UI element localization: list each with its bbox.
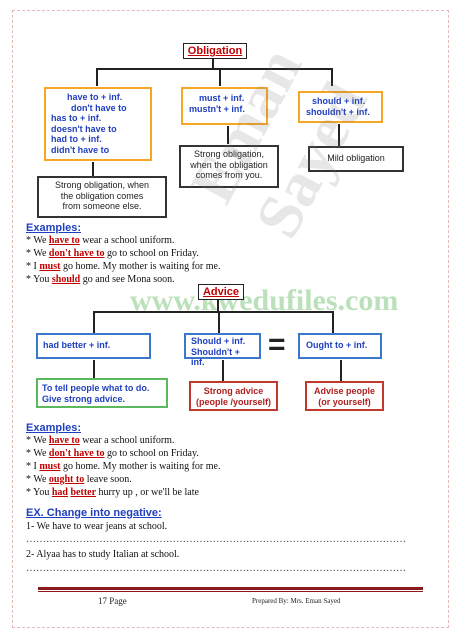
- box-line: Ought to + inf.: [306, 340, 368, 350]
- example-line: * We don't have to go to school on Frida…: [26, 248, 199, 259]
- box-line: didn't have to: [51, 144, 110, 155]
- desc-line: (people /yourself): [195, 396, 271, 407]
- advice-desc-strong: To tell people what to do. Give strong a…: [36, 378, 168, 408]
- desc-line: To tell people what to do.: [42, 383, 150, 393]
- obligation-desc-internal: Strong obligation, when the obligation c…: [179, 145, 279, 188]
- connector: [96, 68, 98, 86]
- box-line: Shouldn't + inf.: [191, 346, 240, 368]
- connector: [222, 360, 224, 381]
- obligation-desc-external: Strong obligation, when the obligation c…: [37, 176, 167, 218]
- connector: [93, 360, 95, 379]
- box-line: mustn't + inf.: [189, 103, 245, 114]
- exercise-item: 2- Alyaa has to study Italian at school.: [26, 549, 180, 560]
- advice-desc-strong-people: Strong advice (people /yourself): [189, 381, 278, 411]
- footer-rule: [38, 587, 423, 590]
- exercise-item: 1- We have to wear jeans at school.: [26, 521, 168, 532]
- example-line: * I must go home. My mother is waiting f…: [26, 261, 221, 272]
- desc-line: Give strong advice.: [42, 393, 126, 404]
- advice-desc-advise: Advise people (or yourself): [305, 381, 384, 411]
- desc-line: Strong advice: [203, 386, 264, 396]
- example-line: * You had better hurry up , or we'll be …: [26, 487, 199, 498]
- advice-box-ought-to: Ought to + inf.: [298, 333, 382, 359]
- example-line: * You should go and see Mona soon.: [26, 274, 175, 285]
- box-line: doesn't have to: [51, 123, 117, 134]
- desc-line: comes from you.: [195, 170, 263, 180]
- example-line: * We don't have to go to school on Frida…: [26, 448, 199, 459]
- obligation-box-have-to: have to + inf. don't have to has to + in…: [44, 87, 152, 161]
- equals-sign: =: [268, 328, 286, 361]
- desc-line: Mild obligation: [327, 153, 385, 163]
- box-line: shouldn't + inf.: [306, 106, 370, 117]
- connector: [93, 311, 95, 333]
- obligation-title: Obligation: [183, 43, 247, 59]
- desc-line: from someone else.: [62, 201, 142, 211]
- connector: [227, 126, 229, 144]
- answer-line[interactable]: ……………………………………………………………………………………………………: [26, 563, 406, 574]
- obligation-box-should: should + inf. shouldn't + inf.: [298, 91, 383, 123]
- example-line: * I must go home. My mother is waiting f…: [26, 461, 221, 472]
- desc-line: Strong obligation,: [193, 149, 265, 159]
- footer-author: Prepared By: Mrs. Eman Sayed: [252, 597, 341, 605]
- footer-rule: [38, 591, 423, 592]
- connector: [219, 68, 221, 86]
- box-line: don't have to: [71, 102, 127, 113]
- connector: [340, 360, 342, 381]
- box-line: should + inf.: [312, 96, 366, 106]
- connector: [338, 124, 340, 146]
- box-line: have to + inf.: [67, 92, 123, 102]
- box-line: had to + inf.: [51, 134, 102, 144]
- box-line: had better + inf.: [43, 340, 111, 350]
- advice-box-had-better: had better + inf.: [36, 333, 151, 359]
- desc-line: when the obligation: [190, 159, 268, 170]
- connector: [96, 68, 332, 70]
- box-line: has to + inf.: [51, 113, 102, 123]
- connector: [218, 311, 220, 333]
- exercise-heading: EX. Change into negative:: [26, 507, 162, 519]
- obligation-desc-mild: Mild obligation: [308, 146, 404, 172]
- desc-line: Advise people: [313, 386, 376, 396]
- example-line: * We have to wear a school uniform.: [26, 435, 175, 446]
- connector: [92, 162, 94, 176]
- advice-title: Advice: [198, 284, 244, 300]
- examples-heading: Examples:: [26, 222, 82, 234]
- page-border: [12, 10, 449, 628]
- connector: [217, 299, 219, 312]
- desc-line: (or yourself): [318, 396, 371, 407]
- desc-line: the obligation comes: [60, 190, 144, 201]
- connector: [331, 68, 333, 86]
- connector: [212, 59, 214, 69]
- answer-line[interactable]: ……………………………………………………………………………………………………: [26, 534, 406, 545]
- connector: [93, 311, 333, 313]
- example-line: * We have to wear a school uniform.: [26, 235, 175, 246]
- desc-line: Strong obligation, when: [54, 180, 150, 190]
- box-line: Should + inf.: [191, 336, 246, 346]
- example-line: * We ought to leave soon.: [26, 474, 132, 485]
- obligation-box-must: must + inf. mustn't + inf.: [181, 87, 268, 125]
- advice-box-should: Should + inf. Shouldn't + inf.: [184, 333, 261, 367]
- examples-heading: Examples:: [26, 422, 82, 434]
- page-number: 17 Page: [98, 596, 127, 606]
- connector: [332, 311, 334, 333]
- box-line: must + inf.: [199, 93, 245, 103]
